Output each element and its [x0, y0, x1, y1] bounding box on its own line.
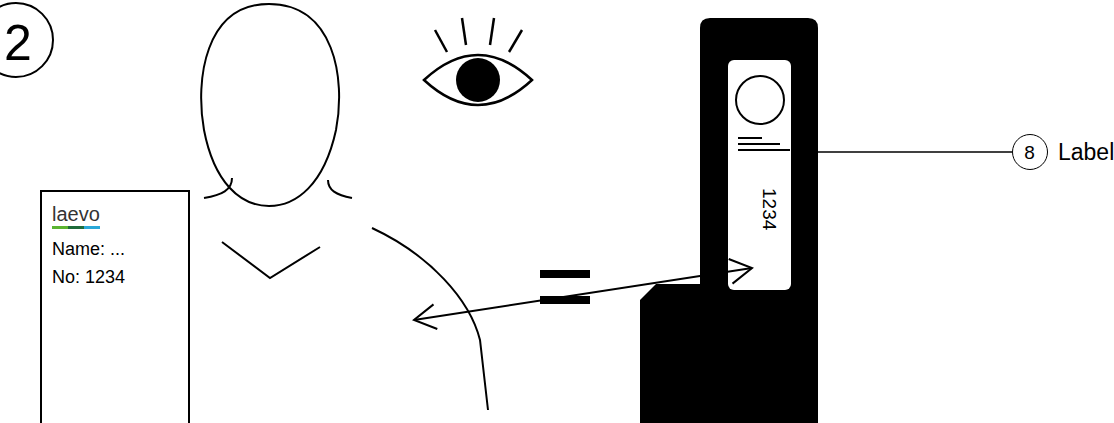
card-field: No: 1234 [52, 268, 125, 286]
arrow-head [414, 304, 437, 329]
eye-lash [490, 18, 494, 45]
label-line [738, 149, 790, 151]
name-card: laevoName: ... No: 1234 [40, 190, 190, 423]
equals-sign [540, 270, 590, 278]
eye-lash [462, 18, 466, 45]
step-circle: 2 [0, 2, 54, 78]
step-number: 2 [0, 18, 56, 68]
head-outline [201, 4, 339, 206]
eye-iris [456, 58, 500, 102]
collar-line [222, 242, 320, 278]
callout-circle: 8 [1012, 134, 1048, 170]
eye-outline [424, 55, 532, 105]
device-body [640, 18, 818, 423]
brand-underline [52, 226, 100, 229]
leader-line [791, 152, 1012, 153]
arrow-head [729, 259, 752, 284]
eye-lash [435, 30, 447, 52]
card-field: Name: ... [52, 240, 125, 258]
brand-name: laevo [52, 204, 100, 229]
connector-line [791, 151, 1012, 153]
part-name: Label [1058, 141, 1114, 164]
pointer-arrow [414, 268, 752, 320]
callout-number: 8 [1013, 143, 1046, 162]
eye-lash [509, 30, 522, 52]
serial-number: 1234 [760, 188, 779, 230]
label-line [738, 137, 762, 139]
label-line [738, 143, 780, 145]
shoulder-line [372, 228, 488, 410]
label-circle [736, 76, 784, 124]
neck-line [204, 178, 232, 198]
neck-line [328, 180, 352, 198]
